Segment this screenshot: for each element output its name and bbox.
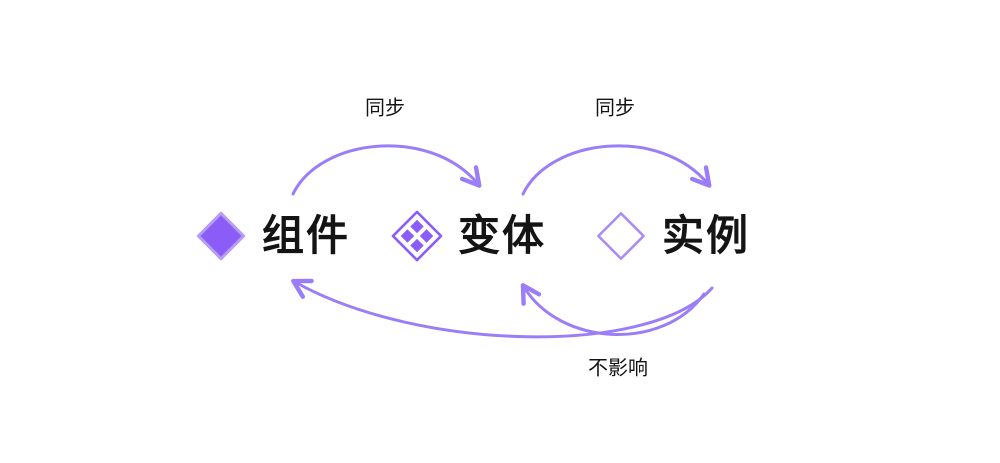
edge-label-no-effect: 不影响 (588, 357, 648, 380)
component-icon (196, 211, 246, 261)
variant-icon (391, 210, 443, 262)
node-component: 组件 (194, 209, 350, 263)
node-component-label: 组件 (262, 212, 351, 259)
edge-label-sync-component-variant: 同步 (365, 97, 405, 120)
node-variant: 变体 (390, 209, 546, 263)
instance-icon (597, 212, 645, 260)
arrow-variant-to-instance (521, 144, 712, 196)
arrow-component-to-variant (291, 144, 482, 196)
edge-label-sync-variant-instance: 同步 (595, 97, 635, 120)
arrow-instance-to-variant (520, 283, 706, 336)
node-instance-label: 实例 (662, 212, 751, 259)
node-instance: 实例 (594, 209, 750, 263)
arrow-instance-to-component (291, 278, 714, 339)
node-variant-label: 变体 (458, 212, 547, 259)
